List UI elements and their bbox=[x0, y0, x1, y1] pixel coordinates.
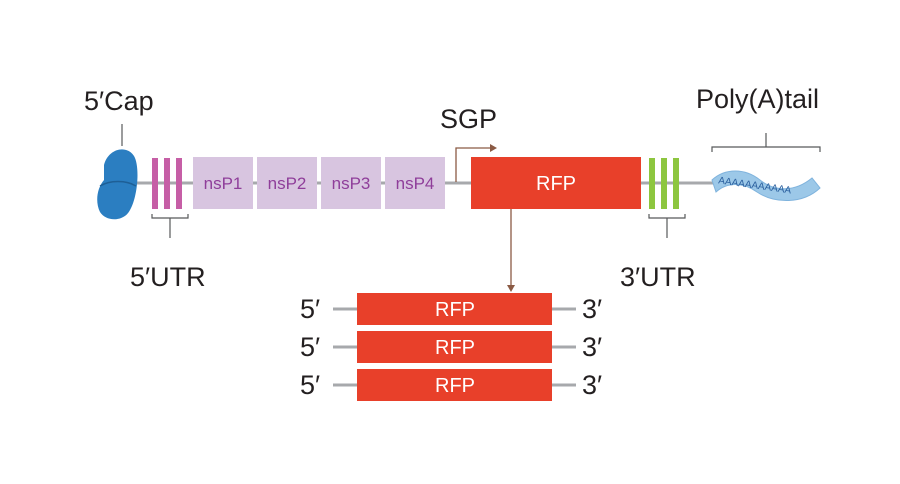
transcript-3prime-label: 3′ bbox=[582, 332, 602, 362]
sgp-arrowhead bbox=[490, 144, 497, 152]
cap-label: 5′Cap bbox=[84, 86, 154, 116]
transcript-row: RFP 5′ 3′ bbox=[300, 293, 602, 325]
nsp-box-4: nsP4 bbox=[385, 157, 445, 209]
transcript-rfp-box bbox=[357, 331, 552, 363]
subgenomic-transcripts: RFP 5′ 3′ RFP 5′ 3′ RFP 5′ 3′ bbox=[300, 293, 602, 401]
transcript-rfp-label: RFP bbox=[435, 299, 475, 321]
utr5-label: 5′UTR bbox=[130, 262, 206, 292]
transcript-rfp-box bbox=[357, 369, 552, 401]
cap-shape bbox=[97, 149, 138, 220]
transcript-3prime-label: 3′ bbox=[582, 370, 602, 400]
transcript-row: RFP 5′ 3′ bbox=[300, 369, 602, 401]
polya-ribbon bbox=[711, 170, 821, 202]
transcript-3prime-label: 3′ bbox=[582, 294, 602, 324]
utr3-bracket bbox=[648, 214, 686, 238]
nsp-box-3: nsP3 bbox=[321, 157, 381, 209]
transcript-rfp-label: RFP bbox=[435, 375, 475, 397]
utr5-bars bbox=[152, 158, 182, 209]
rfp-gene-box bbox=[471, 157, 641, 209]
utr3-bars bbox=[649, 158, 679, 209]
nsp-box-1: nsP1 bbox=[193, 157, 253, 209]
nsp-label-2: nsP2 bbox=[268, 174, 307, 193]
expression-arrowhead bbox=[507, 285, 515, 292]
utr5-bracket bbox=[151, 214, 189, 238]
transcript-rfp-label: RFP bbox=[435, 337, 475, 359]
polya-bracket bbox=[711, 133, 821, 152]
transcript-rfp-box bbox=[357, 293, 552, 325]
nsp-box-2: nsP2 bbox=[257, 157, 317, 209]
utr3-label: 3′UTR bbox=[620, 262, 696, 292]
transcript-row: RFP 5′ 3′ bbox=[300, 331, 602, 363]
transcript-5prime-label: 5′ bbox=[300, 332, 320, 362]
rfp-gene-label: RFP bbox=[536, 173, 576, 195]
sgp-label: SGP bbox=[440, 104, 497, 134]
nsp-label-3: nsP3 bbox=[332, 174, 371, 193]
nsp-label-1: nsP1 bbox=[204, 174, 243, 193]
polya-label: Poly(A)tail bbox=[696, 84, 819, 114]
transcript-5prime-label: 5′ bbox=[300, 370, 320, 400]
sgp-promoter-arrow bbox=[455, 147, 490, 182]
nsp-label-4: nsP4 bbox=[396, 174, 435, 193]
transcript-5prime-label: 5′ bbox=[300, 294, 320, 324]
